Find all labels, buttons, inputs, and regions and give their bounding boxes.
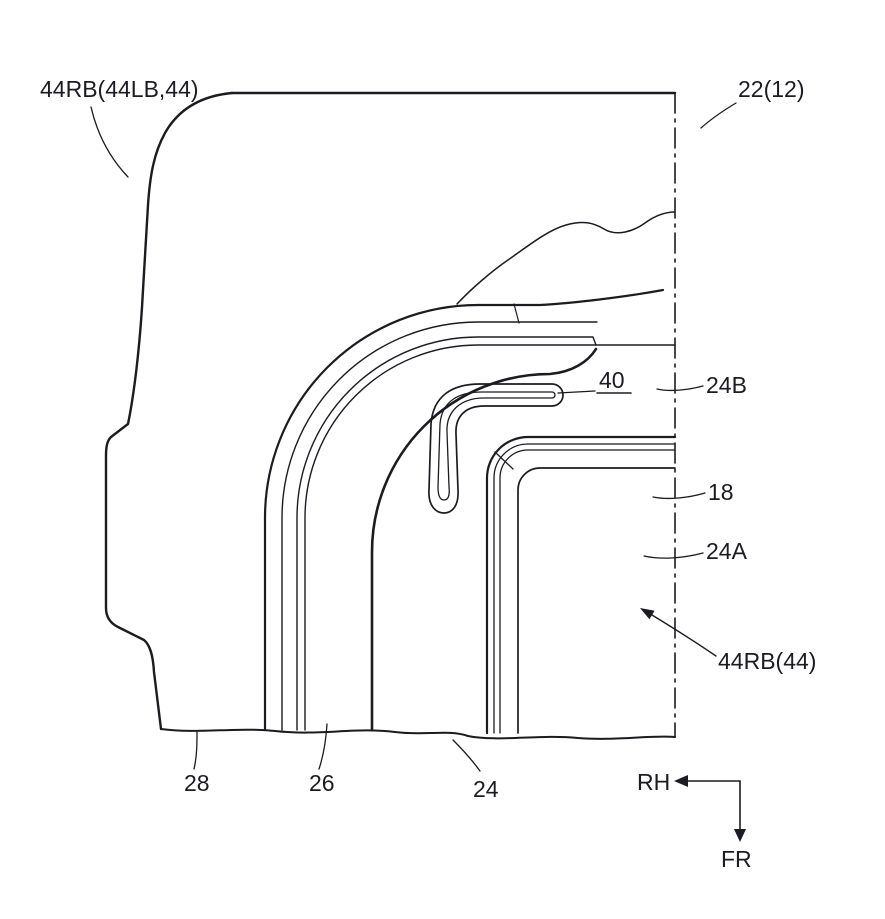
left-edge-line [104, 91, 234, 731]
flange-arc-2 [281, 321, 598, 731]
label-22-12: 22(12) [738, 76, 804, 102]
bottom-break-line [160, 728, 676, 740]
label-18: 18 [708, 479, 734, 505]
leader-lines [90, 102, 737, 772]
rh-arrowhead-icon [674, 775, 688, 787]
leader-28 [193, 731, 198, 770]
pillar-bend-lines [263, 288, 676, 732]
bend-tick [513, 303, 520, 324]
direction-indicator: RH FR [637, 769, 752, 872]
label-24: 24 [473, 776, 499, 802]
leader-22-12 [700, 102, 737, 129]
fr-arrowhead-icon [734, 829, 746, 842]
seal-channel [428, 383, 564, 514]
label-24b: 24B [706, 372, 747, 398]
window-frame-corner [485, 435, 677, 735]
frame-line-outer [485, 435, 677, 735]
flange-arc-3 [296, 336, 597, 731]
seal-channel-inner [437, 391, 556, 501]
label-24a: 24A [706, 538, 748, 564]
reference-labels: 44RB(44LB,44) 22(12) 40 24B 18 24A 44RB(… [40, 76, 816, 802]
label-28: 28 [184, 770, 210, 796]
leader-24a [643, 552, 704, 559]
panel-outline [104, 91, 677, 740]
leader-44rb-44 [651, 614, 717, 657]
flange-arc-outer [263, 288, 665, 732]
surface-contour [456, 211, 676, 305]
label-26: 26 [309, 770, 335, 796]
leader-44rb-top-left [90, 106, 129, 178]
surface-contour-line [456, 211, 676, 305]
frame-line-2 [493, 443, 676, 734]
panel-bold-bend [370, 347, 598, 732]
rh-axis-label: RH [637, 769, 670, 795]
flange-arc-4 [304, 344, 676, 731]
frame-corner-chamfer [494, 451, 514, 470]
frame-line-3 [499, 449, 676, 734]
leader-26 [318, 723, 328, 770]
frame-line-inner [517, 467, 676, 734]
leader-18 [652, 492, 706, 500]
label-44rb-44: 44RB(44) [718, 648, 816, 674]
fr-axis-label: FR [721, 846, 752, 872]
leader-40 [557, 390, 596, 394]
seal-channel-outer [428, 383, 564, 514]
label-40: 40 [599, 367, 625, 393]
label-44rb-top-left: 44RB(44LB,44) [40, 76, 199, 102]
leader-24 [452, 739, 481, 772]
arrowhead-44rb-44 [640, 608, 655, 620]
leader-24b [656, 385, 704, 392]
